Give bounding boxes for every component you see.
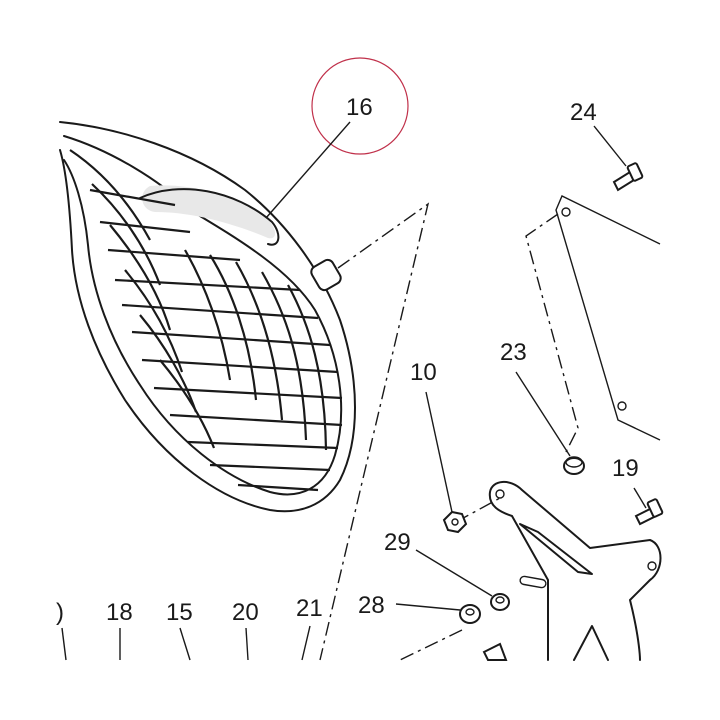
visor-edge (139, 188, 280, 246)
screw-19 (634, 498, 664, 526)
axis-28 (399, 629, 463, 661)
bracket-hole-top (495, 489, 505, 499)
bottom-bolt (482, 642, 508, 661)
part-label-10: 10 (410, 359, 437, 386)
washer-29 (490, 593, 510, 611)
plate-panel (555, 195, 661, 441)
leader-19 (633, 487, 647, 509)
plate-hole-top (561, 207, 571, 217)
part-label-29: 29 (384, 529, 411, 556)
bracket-slot (519, 523, 593, 575)
grille-mesh (69, 149, 343, 492)
leader-10 (425, 391, 453, 513)
part-label-15: 15 (166, 599, 193, 626)
leader-16 (265, 121, 351, 219)
bracket-slot-small (519, 575, 547, 589)
leader-15 (179, 627, 191, 661)
visor-shade (142, 185, 276, 239)
headlight-grille-assembly (59, 121, 356, 513)
leader-20 (245, 627, 249, 661)
plate-hole-bottom (617, 401, 627, 411)
leader-0 (61, 627, 67, 661)
axis-stud-to-frame (319, 202, 430, 661)
highlight-circle (311, 57, 409, 155)
part-label-0: ) (56, 599, 64, 626)
screw-24 (612, 162, 644, 192)
part-label-21: 21 (296, 595, 323, 622)
nut-10 (442, 510, 468, 534)
leader-29 (415, 549, 493, 597)
part-label-16: 16 (346, 94, 373, 121)
mounting-bracket (488, 481, 662, 661)
part-label-20: 20 (232, 599, 259, 626)
part-label-19: 19 (612, 455, 639, 482)
leader-24 (593, 125, 627, 167)
bracket-hole-right (647, 561, 657, 571)
part-label-28: 28 (358, 592, 385, 619)
grille-mounting-stud (310, 258, 342, 292)
part-label-18: 18 (106, 599, 133, 626)
grille-outer-shell (59, 121, 356, 513)
leader-23 (515, 371, 571, 457)
part-label-23: 23 (500, 339, 527, 366)
part-label-24: 24 (570, 99, 597, 126)
leader-28 (395, 603, 461, 611)
axis-24 (525, 213, 579, 453)
leader-21 (301, 625, 311, 661)
spacer-23 (563, 456, 585, 475)
washer-28 (459, 604, 481, 624)
